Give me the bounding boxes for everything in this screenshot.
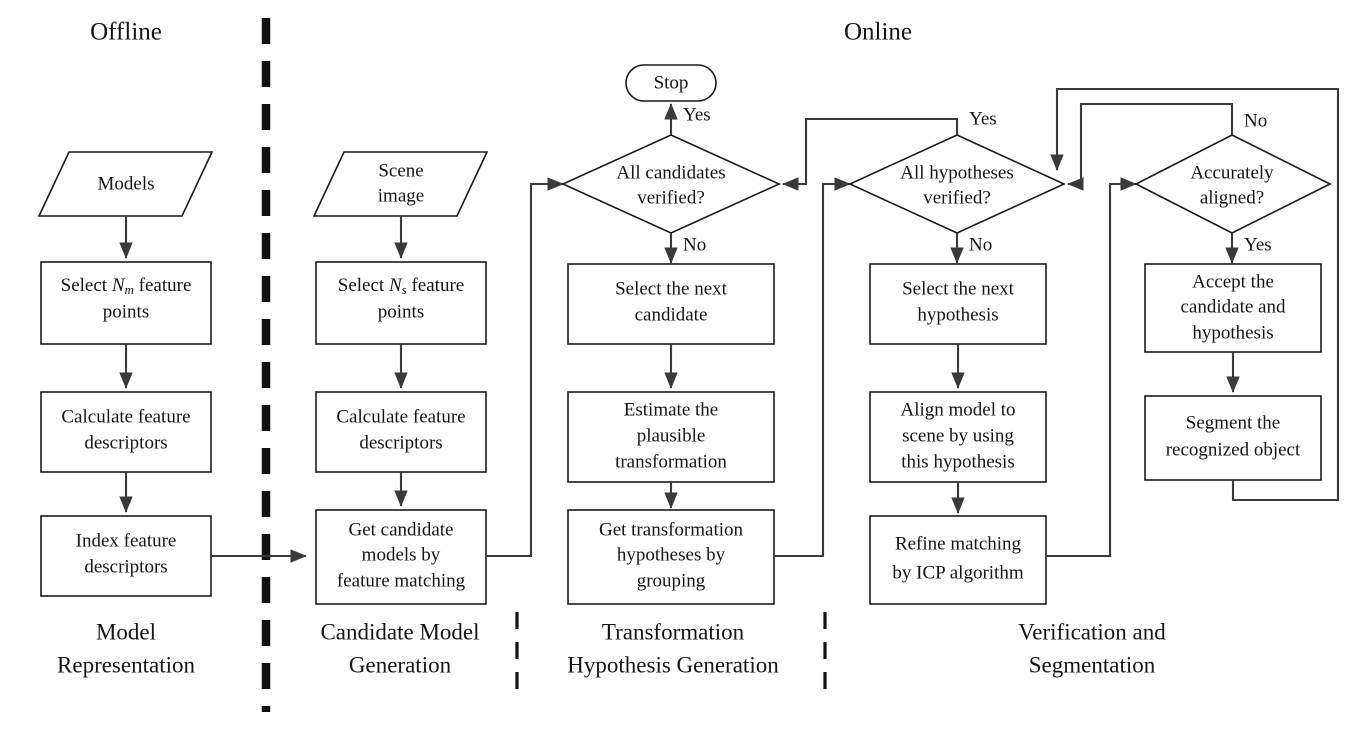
- node-select-next-candidate-line2: candidate: [635, 304, 708, 325]
- node-select-nm-line2: points: [103, 301, 149, 322]
- node-scene-image-line2: image: [378, 185, 424, 206]
- node-scene-image-shape: [312, 151, 489, 217]
- node-all-candidates-verified-line1: All candidates: [616, 162, 725, 183]
- node-select-ns-shape: [315, 261, 487, 345]
- node-stop-shape: [625, 64, 717, 102]
- node-all-candidates-verified-shape: [561, 134, 781, 234]
- node-estimate-transformation-line2: plausible: [637, 425, 706, 446]
- phase-transformation-hypothesis-generation-line2: Hypothesis Generation: [567, 652, 779, 677]
- node-models-shape: [37, 151, 214, 217]
- node-accurately-aligned-shape: [1134, 134, 1332, 234]
- node-get-candidate-models-line2: models by: [362, 544, 441, 565]
- node-get-transformation-hypotheses-line3: grouping: [637, 570, 706, 591]
- edge-get-candidates-to-all-candidates-verified: [486, 177, 564, 558]
- node-get-transformation-hypotheses-line1: Get transformation: [599, 519, 744, 540]
- node-all-hypotheses-verified-shape: [848, 134, 1066, 234]
- phase-candidate-model-generation-line1: Candidate Model: [320, 619, 479, 644]
- node-refine-icp-line1: Refine matching: [895, 533, 1022, 554]
- edge-refine-icp-to-accurately-aligned: [1046, 177, 1137, 558]
- node-get-candidate-models-shape: [315, 509, 487, 605]
- node-align-model-line2: scene by using: [902, 425, 1014, 446]
- node-select-next-hypothesis-line1: Select the next: [902, 278, 1015, 299]
- edge-label-aligned-no: No: [1244, 110, 1267, 131]
- phase-model-representation-line2: Representation: [57, 652, 195, 677]
- edge-label-hypotheses-yes: Yes: [969, 108, 997, 129]
- node-calc-desc-scene-line1: Calculate feature: [336, 406, 465, 427]
- node-refine-icp-shape: [869, 515, 1047, 605]
- node-refine-icp-line2: by ICP algorithm: [892, 562, 1023, 583]
- node-segment-object-line1: Segment the: [1186, 412, 1280, 433]
- phase-model-representation-line1: Model: [96, 619, 156, 644]
- phase-transformation-hypothesis-generation-line1: Transformation: [602, 619, 745, 644]
- node-calc-desc-model-shape: [40, 391, 212, 473]
- node-get-candidate-models-line3: feature matching: [337, 570, 466, 591]
- edge-label-aligned-yes: Yes: [1244, 234, 1272, 255]
- node-accurately-aligned-line2: aligned?: [1200, 187, 1264, 208]
- node-index-desc-line2: descriptors: [84, 556, 167, 577]
- node-select-ns-line2: points: [378, 301, 424, 322]
- node-accept-candidate-line3: hypothesis: [1192, 322, 1273, 343]
- edge-label-candidates-no: No: [683, 234, 706, 255]
- node-scene-image-line1: Scene: [378, 160, 423, 181]
- node-segment-object-line2: recognized object: [1166, 439, 1301, 460]
- node-calc-desc-model-line1: Calculate feature: [61, 406, 190, 427]
- edge-label-candidates-yes: Yes: [683, 104, 711, 125]
- node-index-desc-line1: Index feature: [76, 530, 177, 551]
- edge-segment-object-to-all-hypotheses: [1050, 87, 1340, 502]
- node-accept-candidate-shape: [1144, 263, 1322, 353]
- node-align-model-line3: this hypothesis: [901, 451, 1014, 472]
- node-models-label: Models: [98, 173, 155, 194]
- edge-get-hypotheses-to-all-hypotheses-verified: [774, 177, 851, 558]
- node-select-nm-line1: Select Nm feature: [61, 275, 192, 297]
- node-estimate-transformation-line1: Estimate the: [624, 399, 718, 420]
- node-select-nm-shape: [40, 261, 212, 345]
- node-segment-object-shape: [1144, 395, 1322, 481]
- node-align-model-line1: Align model to: [900, 399, 1015, 420]
- node-get-transformation-hypotheses-line2: hypotheses by: [617, 544, 726, 565]
- node-all-candidates-verified-line2: verified?: [637, 187, 705, 208]
- node-get-candidate-models-line1: Get candidate: [349, 519, 454, 540]
- node-index-desc-shape: [40, 515, 212, 597]
- node-select-next-candidate-line1: Select the next: [615, 278, 728, 299]
- node-all-hypotheses-verified-line1: All hypotheses: [900, 162, 1013, 183]
- phase-verification-and-segmentation-line1: Verification and: [1018, 619, 1166, 644]
- node-calc-desc-scene-line2: descriptors: [359, 432, 442, 453]
- node-accurately-aligned-line1: Accurately: [1190, 162, 1274, 183]
- node-select-next-candidate-shape: [567, 263, 775, 345]
- node-estimate-transformation-shape: [567, 391, 775, 483]
- node-select-ns-line1: Select Ns feature: [338, 275, 464, 297]
- edge-label-hypotheses-no: No: [969, 234, 992, 255]
- node-accept-candidate-line1: Accept the: [1192, 271, 1274, 292]
- node-get-transformation-hypotheses-shape: [567, 509, 775, 605]
- node-select-next-hypothesis-line2: hypothesis: [917, 304, 998, 325]
- node-all-hypotheses-verified-line2: verified?: [923, 187, 991, 208]
- edge-all-hypotheses-yes-to-all-candidates: [782, 117, 959, 191]
- mode-label-offline: Offline: [90, 19, 162, 46]
- mode-label-online: Online: [844, 19, 912, 46]
- phase-candidate-model-generation-line2: Generation: [349, 652, 452, 677]
- edge-accurately-aligned-no-to-all-hypotheses: [1067, 102, 1234, 191]
- node-calc-desc-model-line2: descriptors: [84, 432, 167, 453]
- node-stop-label: Stop: [654, 72, 689, 93]
- node-accept-candidate-line2: candidate and: [1181, 296, 1286, 317]
- node-align-model-shape: [869, 391, 1047, 483]
- node-estimate-transformation-line3: transformation: [615, 451, 727, 472]
- phase-verification-and-segmentation-line2: Segmentation: [1029, 652, 1156, 677]
